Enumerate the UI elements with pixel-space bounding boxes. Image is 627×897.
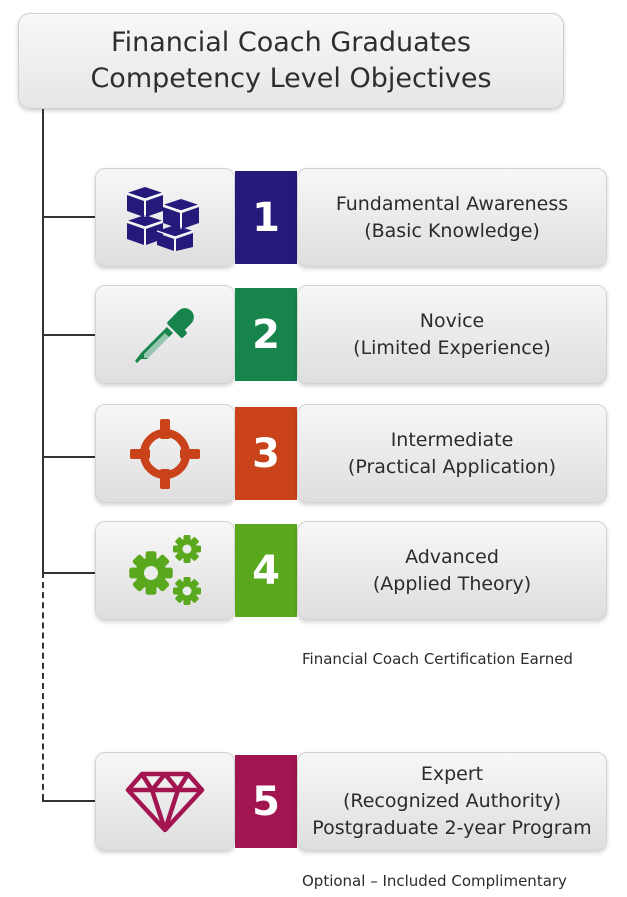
level-card-5: 5 Expert (Recognized Authority) Postgrad… — [95, 752, 607, 851]
level-4-number: 4 — [235, 524, 297, 617]
level-card-2: 2 Novice (Limited Experience) — [95, 285, 607, 384]
level-2-subtitle: (Limited Experience) — [353, 336, 551, 359]
level-2-icon-tile — [95, 285, 235, 384]
level-4-title: Advanced — [405, 545, 499, 568]
branch-line-5 — [42, 800, 96, 802]
level-2-number: 2 — [235, 288, 297, 381]
level-card-3: 3 Intermediate (Practical Application) — [95, 404, 607, 503]
title-line-2: Competency Level Objectives — [90, 63, 492, 94]
level-1-icon-tile — [95, 168, 235, 267]
title-line-1: Financial Coach Graduates — [111, 27, 471, 58]
branch-line-3 — [42, 456, 96, 458]
level-4-subtitle: (Applied Theory) — [372, 572, 532, 595]
cubes-icon — [126, 186, 200, 251]
level-5-title: Expert — [420, 763, 484, 785]
level-1-subtitle: (Basic Knowledge) — [364, 219, 540, 242]
level-card-1: 1 Fundamental Awareness (Basic Knowledge… — [95, 168, 607, 267]
tree-trunk-dashed — [42, 572, 44, 800]
diamond-icon — [125, 771, 205, 832]
level-3-subtitle: (Practical Application) — [347, 455, 557, 478]
crosshair-icon — [130, 418, 200, 489]
level-3-text-tile: Intermediate (Practical Application) — [297, 404, 607, 503]
level-card-4: 4 Advanced (Applied Theory) — [95, 521, 607, 620]
level-5-icon-tile — [95, 752, 235, 851]
gears-icon — [129, 534, 201, 605]
level-4-icon-tile — [95, 521, 235, 620]
level-3-title: Intermediate — [390, 428, 514, 451]
level-5-program: Postgraduate 2-year Program — [312, 817, 592, 839]
tree-trunk-solid — [42, 109, 44, 572]
branch-line-1 — [42, 216, 96, 218]
level-1-number: 1 — [235, 171, 297, 264]
optional-note: Optional – Included Complimentary — [302, 872, 567, 890]
branch-line-4 — [42, 572, 96, 574]
level-5-text-tile: Expert (Recognized Authority) Postgradua… — [297, 752, 607, 851]
level-1-title: Fundamental Awareness — [335, 192, 569, 215]
level-1-text-tile: Fundamental Awareness (Basic Knowledge) — [297, 168, 607, 267]
level-5-number: 5 — [235, 755, 297, 848]
branch-line-2 — [42, 334, 96, 336]
level-5-subtitle: (Recognized Authority) — [342, 790, 562, 812]
title-box: Financial Coach Graduates Competency Lev… — [18, 13, 564, 109]
level-3-icon-tile — [95, 404, 235, 503]
eyedropper-icon — [135, 307, 194, 363]
level-3-number: 3 — [235, 407, 297, 500]
level-2-text-tile: Novice (Limited Experience) — [297, 285, 607, 384]
level-4-text-tile: Advanced (Applied Theory) — [297, 521, 607, 620]
level-2-title: Novice — [419, 309, 485, 332]
certification-note: Financial Coach Certification Earned — [302, 650, 573, 668]
